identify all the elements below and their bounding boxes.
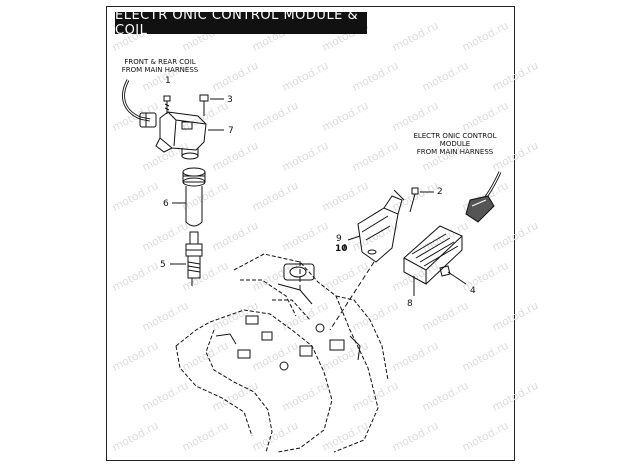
ecm-label-line3: FROM MAIN HARNESS <box>416 148 494 156</box>
ecm-label-line1: ELECTR ONIC CONTROL <box>413 132 497 140</box>
assembly-leader-lines <box>299 260 375 331</box>
spark-plug-boot-icon <box>172 167 206 227</box>
front-rear-coil-label-line1: FRONT & REAR COIL <box>124 58 196 66</box>
screw-1-icon <box>163 95 171 114</box>
ecm-label-line2: MODULE <box>439 140 471 148</box>
bolt-3-icon <box>199 94 224 116</box>
ecm-module-icon <box>403 225 463 296</box>
screw-4-icon <box>439 265 467 285</box>
ecm-bracket-icon <box>343 189 405 263</box>
coil-harness-wire <box>122 79 157 128</box>
diagram-title: ELECTR ONIC CONTROL MODULE & COIL <box>115 8 367 38</box>
front-rear-coil-label-line2: FROM MAIN HARNESS <box>121 66 199 74</box>
motorcycle-frame-outline <box>175 253 389 453</box>
ecm-harness-connector-icon <box>465 171 502 223</box>
ecm-label: ELECTR ONIC CONTROL MODULE FROM MAIN HAR… <box>405 132 505 156</box>
diagram-frame <box>106 6 515 461</box>
screw-2-icon <box>409 187 434 213</box>
callout-9: 9 <box>336 234 342 244</box>
callout-4: 4 <box>470 286 476 296</box>
callout-3: 3 <box>227 95 233 105</box>
ignition-coil-icon <box>155 111 207 160</box>
callout-7: 7 <box>228 126 234 136</box>
callout-5: 5 <box>160 260 166 270</box>
callout-6: 6 <box>163 199 169 209</box>
callout-8: 8 <box>407 299 413 309</box>
engine-detail-outline <box>215 263 361 371</box>
callout-2: 2 <box>437 187 443 197</box>
spark-plug-icon <box>170 231 203 286</box>
callout-1: 1 <box>165 76 171 86</box>
front-rear-coil-label: FRONT & REAR COIL FROM MAIN HARNESS <box>110 58 210 74</box>
callout-10: 10 <box>335 244 348 254</box>
